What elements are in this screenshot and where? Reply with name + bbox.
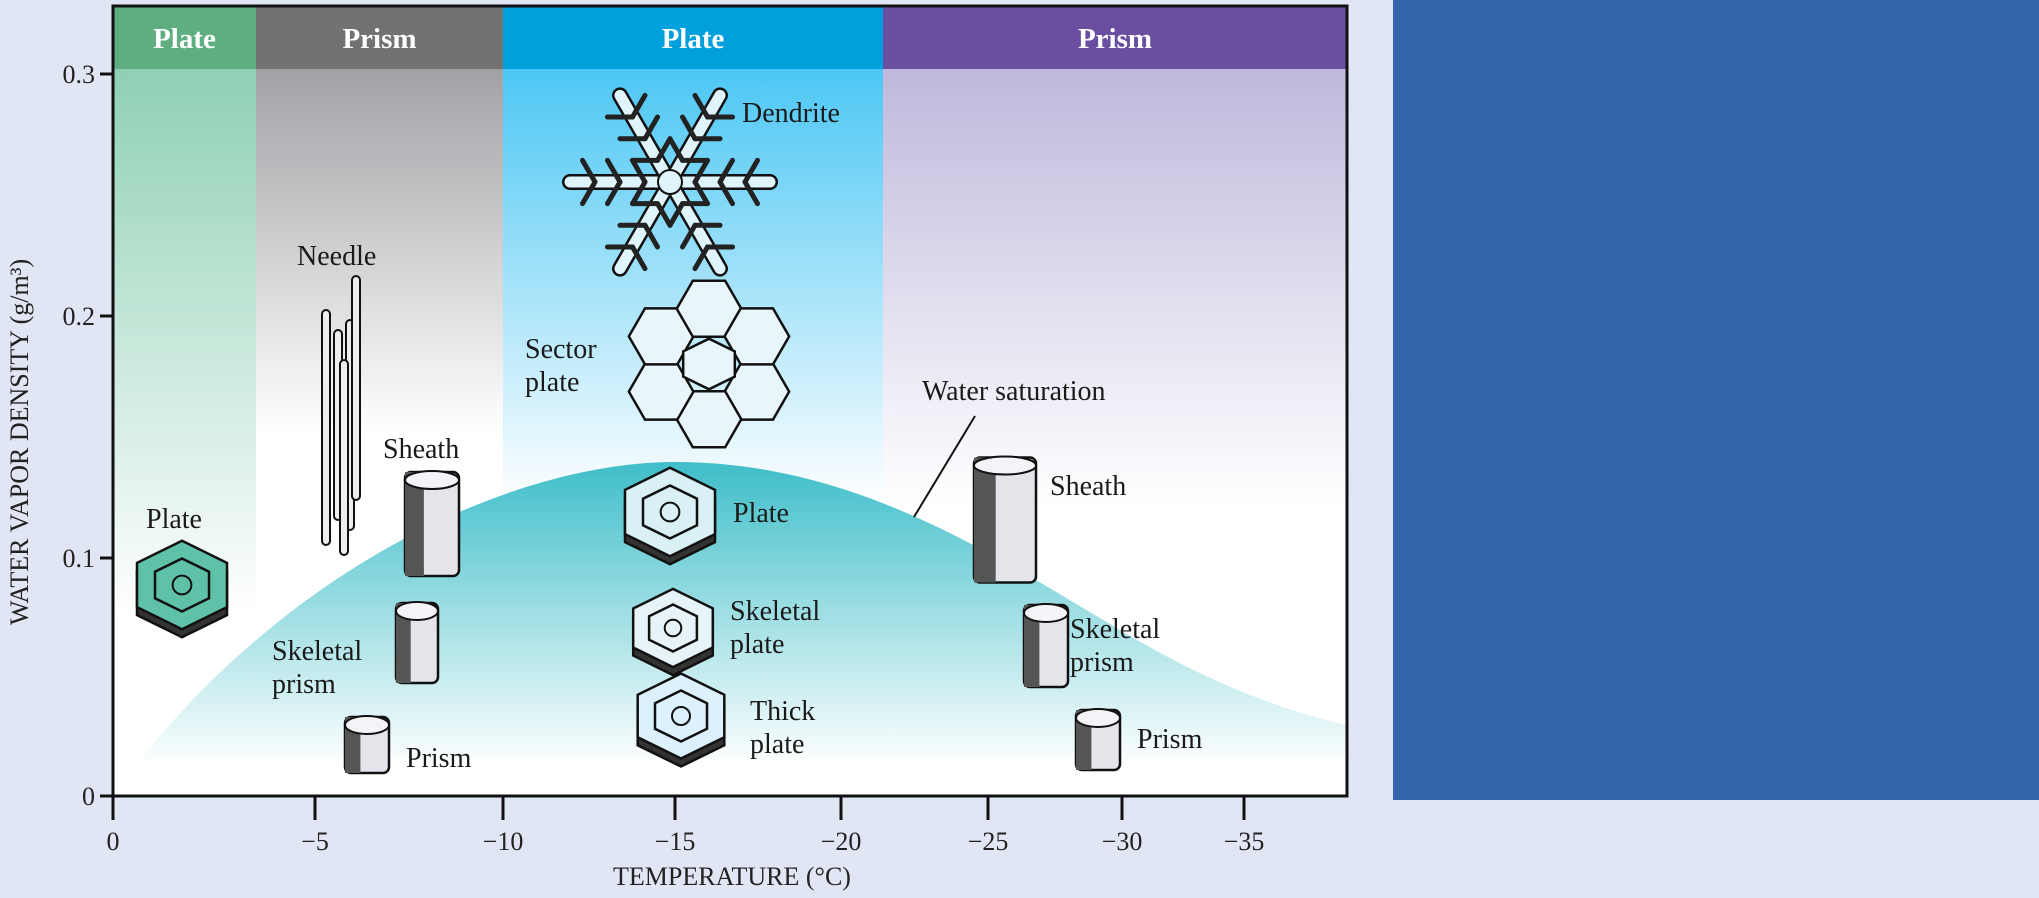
band-header (113, 6, 256, 69)
skeletal-plate-crystal (631, 587, 715, 669)
x-tick-label: −35 (1224, 827, 1265, 856)
x-tick-label: −5 (301, 827, 329, 856)
prism-label-right: Prism (1137, 724, 1203, 755)
skeletal-plate-crystal-inner (647, 603, 699, 653)
dendrite-label: Dendrite (742, 98, 840, 129)
skeletal-prism-label-right: prism (1070, 647, 1134, 678)
plot-frame (111, 4, 1349, 798)
skeletal-prism-label-left: Skeletal (272, 636, 362, 667)
band-header (256, 6, 503, 69)
thick-plate-label: Thick (750, 696, 815, 727)
sheath-label-left: Sheath (383, 434, 459, 465)
needle-crystal (321, 275, 361, 556)
skeletal-plate-crystal-center (663, 618, 683, 638)
sector-plate-crystal (627, 279, 791, 449)
thick-plate-crystal-center (671, 706, 691, 726)
prism-crystal-right (1074, 708, 1122, 772)
x-tick-label: −20 (821, 827, 862, 856)
skeletal-prism-label-left: prism (272, 669, 336, 700)
skeletal-prism-label-right: Skeletal (1070, 614, 1160, 645)
thick-plate-crystal (636, 672, 726, 760)
x-tick-label: −10 (483, 827, 524, 856)
plate-crystal-left-inner (153, 557, 211, 613)
water-saturation-label: Water saturation (922, 376, 1106, 407)
sheath-crystal-left (403, 470, 461, 578)
thick-plate-label: plate (750, 729, 804, 760)
band-header-label: Plate (662, 23, 725, 55)
y-tick-label: 0.2 (63, 302, 96, 331)
plate-label-mid: Plate (733, 498, 789, 529)
x-axis-label: TEMPERATURE (°C) (613, 862, 851, 891)
plate-crystal-mid (623, 466, 717, 558)
x-tick-label: −15 (655, 827, 696, 856)
sheath-crystal-right (972, 455, 1038, 584)
prism-label-left: Prism (406, 743, 472, 774)
band-header-label: Prism (1078, 23, 1152, 55)
x-tick-label: 0 (107, 827, 120, 856)
y-tick-label: 0 (82, 782, 95, 811)
x-tick-label: −25 (968, 827, 1009, 856)
plate-label-left: Plate (146, 504, 202, 535)
thick-plate-crystal-inner (653, 689, 709, 743)
y-axis-label: WATER VAPOR DENSITY (g/m³) (5, 259, 34, 625)
needle-label: Needle (297, 241, 376, 272)
x-tick-label: −30 (1102, 827, 1143, 856)
y-tick-label: 0.1 (63, 544, 96, 573)
skeletal-prism-crystal-right (1022, 603, 1070, 689)
skeletal-plate-label: plate (730, 629, 784, 660)
dendrite-crystal (562, 87, 778, 277)
plate-crystal-left-center (171, 574, 193, 596)
prism-crystal-left (343, 715, 391, 775)
sector-plate-label: plate (525, 367, 579, 398)
plate-crystal-mid-inner (641, 484, 699, 540)
band-header-label: Plate (153, 23, 216, 55)
plate-crystal-mid-center (659, 501, 681, 523)
plate-crystal-left (135, 539, 229, 631)
sheath-label-right: Sheath (1050, 471, 1126, 502)
side-panel (1393, 0, 2039, 800)
skeletal-prism-crystal-left (394, 601, 440, 685)
skeletal-plate-label: Skeletal (730, 596, 820, 627)
band-header-label: Prism (342, 23, 416, 55)
sector-plate-crystal-core (681, 337, 737, 391)
band-header (883, 6, 1347, 69)
y-tick-label: 0.3 (63, 60, 96, 89)
band-header (503, 6, 883, 69)
water-saturation-pointer (913, 415, 976, 518)
sector-plate-label: Sector (525, 334, 597, 365)
